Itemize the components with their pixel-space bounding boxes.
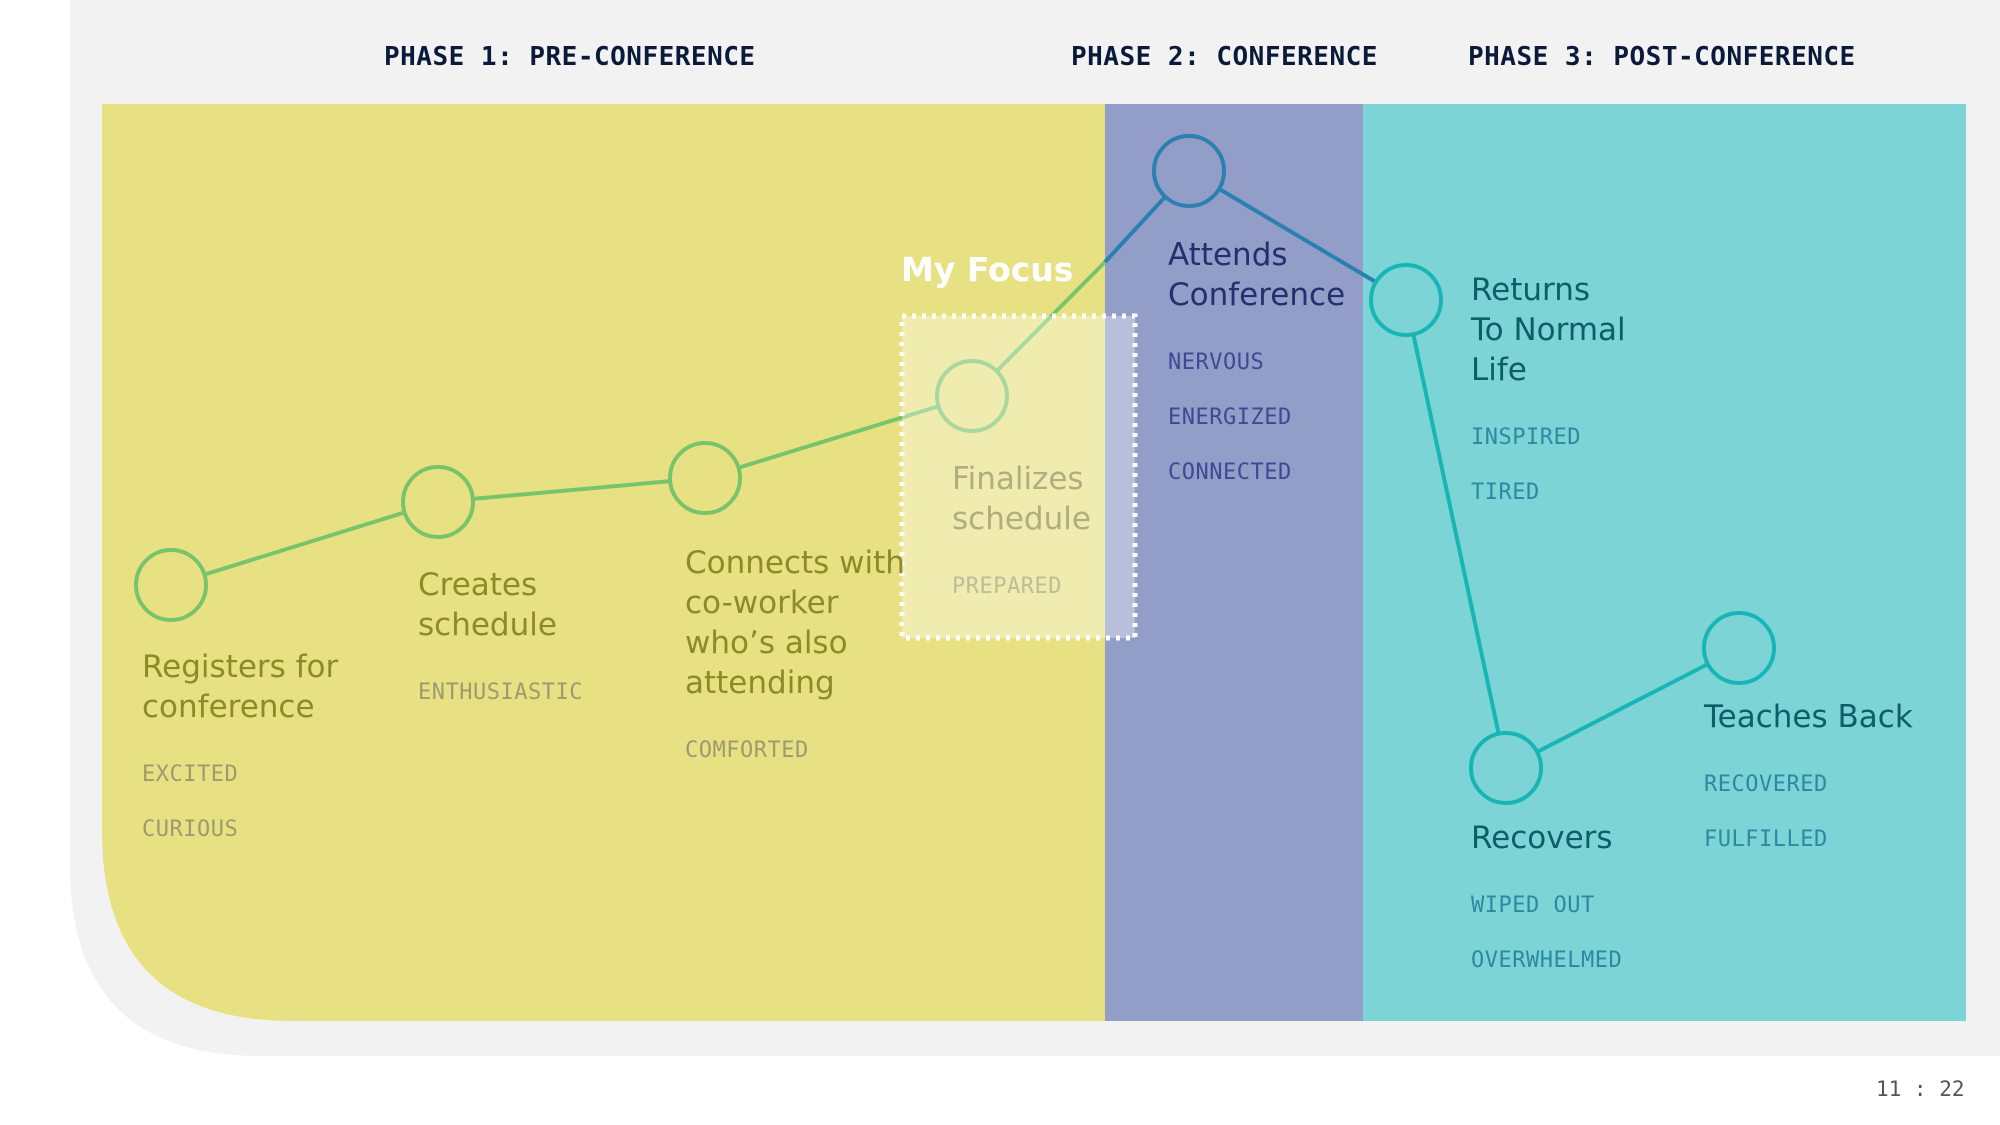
emotion-tag: EXCITED — [142, 762, 239, 787]
step-emotions: WIPED OUT OVERWHELMED — [1471, 878, 1622, 988]
step-emotions: COMFORTED — [685, 723, 905, 778]
emotion-tag: WIPED OUT — [1471, 893, 1595, 918]
step-title: Attends Conference — [1168, 237, 1346, 313]
step-title: Creates schedule — [418, 567, 557, 643]
step-title: Recovers — [1471, 820, 1613, 856]
step-registers: Registers for conference EXCITED CURIOUS — [142, 647, 338, 857]
focus-label: My Focus — [901, 250, 1074, 289]
step-node-finalizes — [935, 359, 1009, 433]
step-node-registers — [134, 548, 208, 622]
emotion-tag: TIRED — [1471, 480, 1540, 505]
step-connects: Connects with co-worker who’s also atten… — [685, 543, 905, 778]
step-attends: Attends Conference NERVOUS ENERGIZED CON… — [1168, 235, 1345, 500]
focus-highlight — [899, 313, 1138, 641]
step-node-connects — [668, 441, 742, 515]
step-emotions: RECOVERED FULFILLED — [1704, 757, 1913, 867]
journey-segment — [1505, 646, 1740, 770]
phase-1-label: PHASE 1: PRE-CONFERENCE — [384, 42, 756, 72]
emotion-tag: NERVOUS — [1168, 350, 1265, 375]
emotion-tag: RECOVERED — [1704, 772, 1828, 797]
step-title: Teaches Back — [1704, 699, 1913, 735]
step-emotions: PREPARED — [952, 559, 1091, 614]
step-title: Registers for conference — [142, 649, 339, 725]
step-node-teaches-back — [1702, 611, 1776, 685]
step-node-recovers — [1469, 731, 1543, 805]
step-node-returns — [1369, 263, 1443, 337]
phase-3-band — [1363, 104, 1966, 1021]
journey-segment — [437, 476, 706, 504]
step-title: Finalizes schedule — [952, 461, 1091, 537]
phase-3-label: PHASE 3: POST-CONFERENCE — [1468, 42, 1856, 72]
step-teaches-back: Teaches Back RECOVERED FULFILLED — [1704, 697, 1913, 867]
step-emotions: EXCITED CURIOUS — [142, 747, 338, 857]
step-emotions: INSPIRED TIRED — [1471, 410, 1626, 520]
emotion-tag: CONNECTED — [1168, 460, 1292, 485]
step-node-attends — [1152, 134, 1226, 208]
journey-nodes — [134, 134, 1776, 805]
step-node-creates-schedule — [401, 465, 475, 539]
phase-2-label: PHASE 2: CONFERENCE — [1071, 42, 1378, 72]
step-returns: Returns To Normal Life INSPIRED TIRED — [1471, 270, 1626, 520]
emotion-tag: OVERWHELMED — [1471, 948, 1623, 973]
phase-2-band — [1105, 104, 1363, 1021]
step-creates-schedule: Creates schedule ENTHUSIASTIC — [418, 565, 583, 720]
step-title: Connects with co-worker who’s also atten… — [685, 545, 905, 701]
step-finalizes: Finalizes schedule PREPARED — [952, 459, 1091, 614]
page-number: 11 : 22 — [1876, 1077, 1965, 1101]
step-emotions: NERVOUS ENERGIZED CONNECTED — [1168, 335, 1345, 500]
emotion-tag: INSPIRED — [1471, 425, 1581, 450]
step-title: Returns To Normal Life — [1471, 272, 1626, 388]
emotion-tag: CURIOUS — [142, 817, 239, 842]
journey-segment — [1404, 299, 1508, 769]
journey-segment — [170, 500, 439, 587]
journey-segment — [704, 394, 973, 480]
emotion-tag: ENTHUSIASTIC — [418, 680, 583, 705]
emotion-tag: FULFILLED — [1704, 827, 1828, 852]
step-emotions: ENTHUSIASTIC — [418, 665, 583, 720]
phase-1-band — [102, 104, 1105, 1021]
emotion-tag: ENERGIZED — [1168, 405, 1292, 430]
step-recovers: Recovers WIPED OUT OVERWHELMED — [1471, 818, 1622, 988]
journey-segment — [1187, 169, 1408, 302]
emotion-tag: COMFORTED — [685, 738, 809, 763]
emotion-tag: PREPARED — [952, 574, 1062, 599]
